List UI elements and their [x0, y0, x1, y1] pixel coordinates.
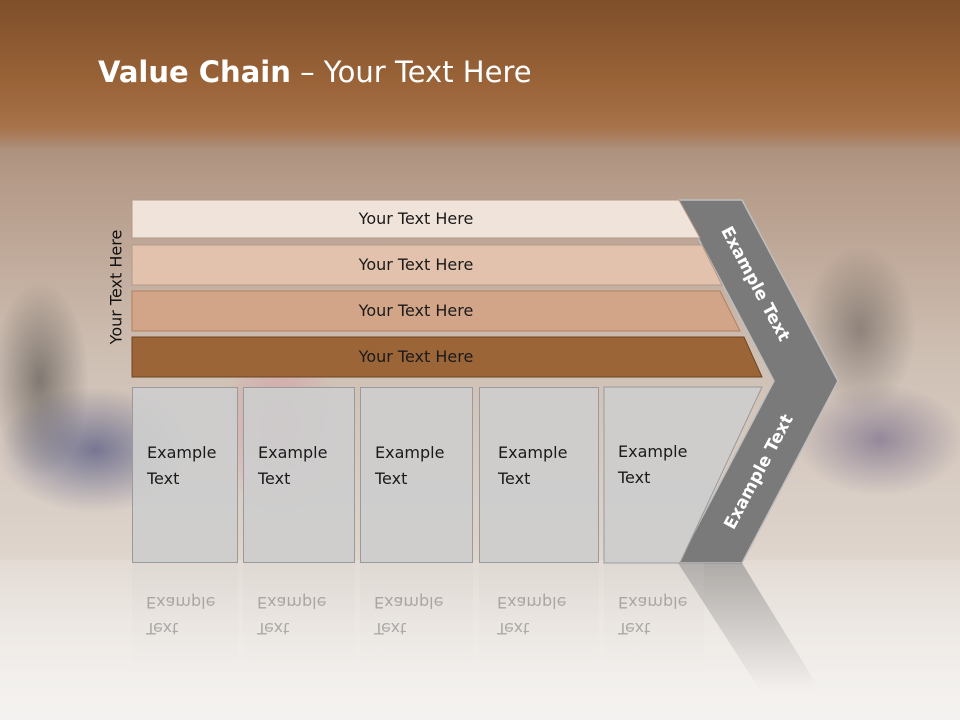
cell-line2: Text	[375, 469, 408, 488]
cell-line2: Text	[618, 468, 651, 487]
cell-line1: Example	[498, 443, 568, 462]
cell-line2: Text	[498, 469, 531, 488]
cell-line2: Text	[258, 469, 291, 488]
title-rest: – Your Text Here	[290, 55, 532, 89]
cell-line1: Example	[375, 443, 445, 462]
row-label: Your Text Here	[358, 255, 474, 274]
title-bold: Value Chain	[98, 55, 291, 89]
row-label: Your Text Here	[358, 301, 474, 320]
cell-line1: Example	[618, 442, 688, 461]
vertical-label: Your Text Here	[106, 229, 126, 345]
row-label: Your Text Here	[358, 209, 474, 228]
slide-title: Value Chain – Your Text Here	[98, 55, 532, 89]
cell-line2: Text	[147, 469, 180, 488]
cell-line1: Example	[258, 443, 328, 462]
header-band	[0, 0, 960, 150]
row-label: Your Text Here	[358, 347, 474, 366]
cell-line1: Example	[147, 443, 217, 462]
